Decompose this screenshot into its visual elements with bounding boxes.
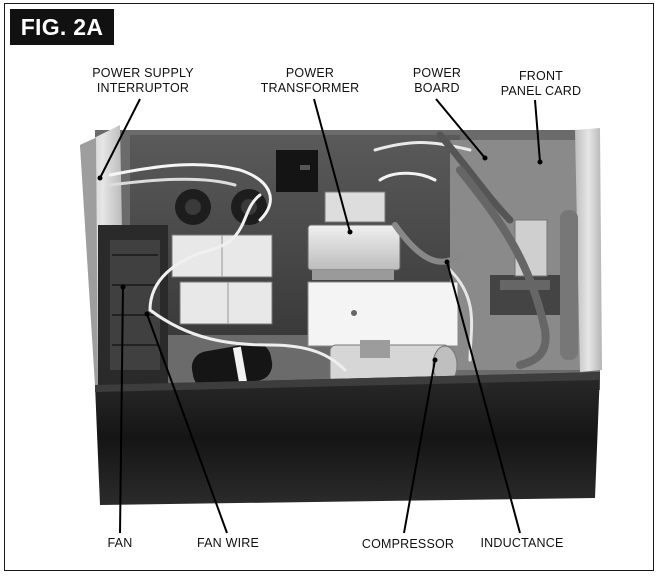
- compressor-body: [329, 340, 458, 385]
- leader-fan-wire: [146, 313, 228, 534]
- heat-sinks: [171, 234, 273, 325]
- leader-compressor: [403, 359, 436, 534]
- leader-front-panel-card: [534, 99, 541, 163]
- fan-unit: [98, 225, 168, 385]
- power-transformer-body: [307, 191, 401, 280]
- label-power-supply-interruptor: POWER SUPPLY INTERRUPTOR: [92, 66, 194, 95]
- fan-capacitor: [191, 342, 273, 390]
- label-fan-wire: FAN WIRE: [196, 536, 260, 550]
- label-power-transformer: POWER TRANSFORMER: [260, 66, 360, 95]
- leader-lines: [99, 98, 541, 534]
- leader-power-transformer: [313, 98, 351, 233]
- board-heatsink: [276, 150, 318, 192]
- leader-inductance: [446, 261, 521, 534]
- leader-fan: [119, 286, 124, 534]
- base-housing: [95, 372, 600, 505]
- figure-tag: FIG. 2A: [10, 9, 114, 45]
- right-side-panel: [575, 128, 602, 372]
- inductance-board: [307, 281, 459, 347]
- label-inductance: INDUCTANCE: [480, 536, 564, 550]
- right-components: [490, 210, 578, 360]
- label-fan: FAN: [107, 536, 133, 550]
- leader-power-board: [435, 98, 486, 159]
- leader-points: [97, 155, 543, 363]
- label-power-board: POWER BOARD: [412, 66, 462, 95]
- label-front-panel-card: FRONT PANEL CARD: [500, 69, 582, 98]
- wires: [108, 131, 550, 372]
- label-compressor: COMPRESSOR: [361, 537, 455, 551]
- leader-power-supply-interruptor: [99, 98, 141, 179]
